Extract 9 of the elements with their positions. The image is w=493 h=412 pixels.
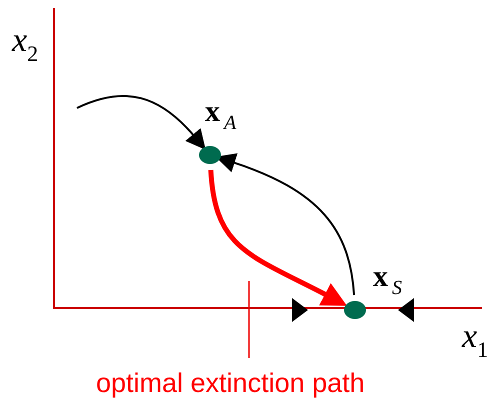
axis-label: x$_{2}$: [12, 24, 38, 65]
caption: optimal extinction path: [96, 370, 365, 397]
point-label: x$_{S}$: [373, 262, 402, 298]
point-label: x$_{A}$: [205, 97, 236, 133]
arrow: [208, 170, 348, 306]
point-dot: [199, 146, 221, 164]
arrow: [76, 95, 206, 150]
axis-label: x$_{1}$: [462, 320, 488, 361]
point-dot: [344, 301, 366, 319]
